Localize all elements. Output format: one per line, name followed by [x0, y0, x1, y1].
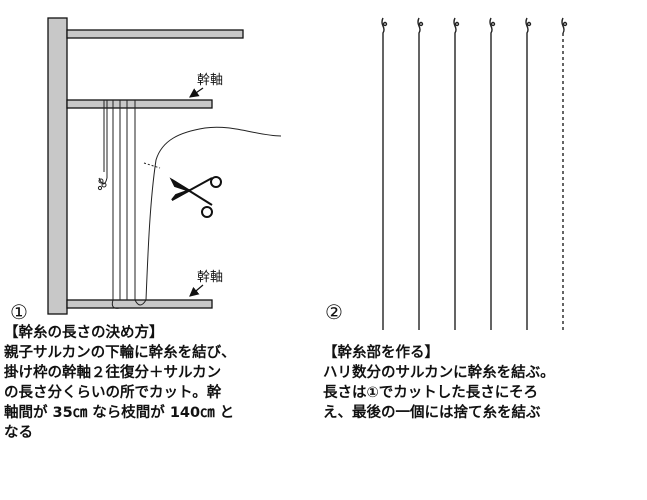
scissors-icon [169, 176, 222, 218]
stem-axis-bottom-bar [66, 299, 213, 309]
panel-2-number: ② [325, 300, 343, 324]
panel-1-caption-line: 親子サルカンの下輪に幹糸を結び、 [4, 345, 236, 361]
label-top-group: 幹軸 [189, 72, 223, 98]
panel-2-caption: 【幹糸部を作る】 ハリ数分のサルカンに幹糸を結ぶ。 長さは①でカットした長さにそ… [323, 343, 555, 423]
branch-line [417, 17, 424, 330]
cut-mark [143, 162, 161, 169]
wound-line [98, 100, 282, 309]
discard-line [561, 17, 568, 330]
panel-2-caption-line: 長さは①でカットした長さにそろ [323, 385, 538, 401]
panel-1-caption-line: 軸間が 35㎝ なら枝間が 140㎝ と [4, 405, 235, 421]
pointer-arrow-bottom [189, 284, 204, 297]
branch-line [453, 17, 460, 330]
panel-2-caption-line: ハリ数分のサルカンに幹糸を結ぶ。 [323, 365, 555, 381]
panel-2-caption-line: え、最後の一個には捨て糸を結ぶ [323, 405, 541, 421]
panel-1-caption-line: の長さ分くらいの所でカット。幹 [4, 385, 222, 401]
pointer-arrow-top [189, 87, 204, 98]
frame-drawing [47, 17, 244, 315]
stem-axis-label-bottom: 幹軸 [197, 269, 223, 285]
panel-2-caption-title: 【幹糸部を作る】 [323, 345, 439, 361]
branch-line [381, 17, 388, 330]
branch-line [489, 17, 496, 330]
label-bottom-group: 幹軸 [189, 269, 223, 297]
panel-1-caption: 【幹糸の長さの決め方】 親子サルカンの下輪に幹糸を結び、 掛け枠の幹軸２往復分＋… [4, 323, 236, 443]
branch-lines [381, 17, 568, 330]
stem-axis-label-top: 幹軸 [197, 72, 223, 88]
branch-line [525, 17, 532, 330]
frame-top-bar [66, 29, 244, 39]
panel-1-caption-line: 掛け枠の幹軸２往復分＋サルカン [4, 365, 222, 381]
panel-1-number: ① [10, 300, 28, 324]
frame-post [47, 17, 68, 315]
stem-axis-top-bar [66, 99, 213, 109]
panel-1-caption-line: なる [4, 425, 33, 441]
panel-1-caption-title: 【幹糸の長さの決め方】 [4, 325, 164, 341]
swivel-knot [97, 178, 107, 191]
